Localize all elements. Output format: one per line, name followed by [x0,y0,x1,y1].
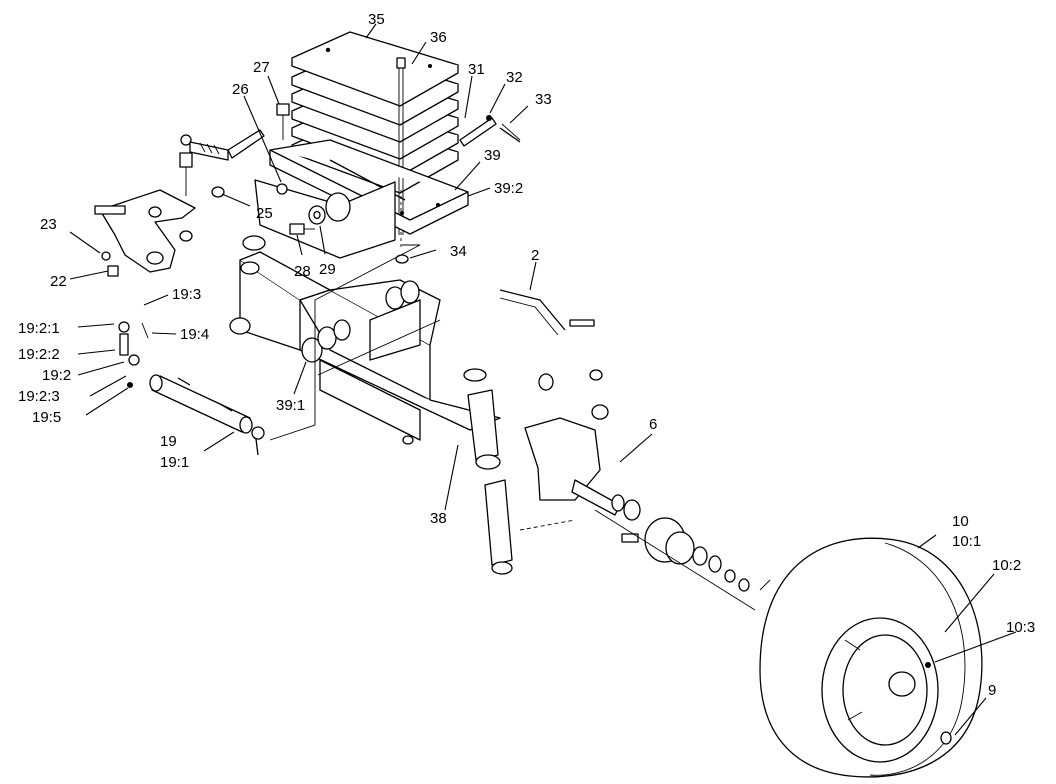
rod-end-assembly [179,129,265,242]
callout-23: 23 [40,216,57,233]
long-bolt [396,57,406,248]
callout-19-5: 19:5 [32,409,61,426]
callout-39-1: 39:1 [276,397,305,414]
pivot-support [254,179,396,259]
counterweight-stack [291,31,459,194]
callout-27: 27 [253,59,270,76]
callout-36: 36 [430,29,447,46]
callout-10-3: 10:3 [1006,619,1035,636]
cylinder-mount-bracket [94,189,196,273]
callout-26: 26 [232,81,249,98]
leader-lines [69,23,1017,736]
bolt-and-nut [276,103,290,195]
callout-19-3: 19:3 [172,286,201,303]
callout-19-1: 19:1 [160,454,189,471]
callout-22: 22 [50,273,67,290]
callout-19-2-3: 19:2:3 [18,388,60,405]
callout-39: 39 [484,147,501,164]
callout-labels: 35 36 27 26 31 32 33 39 39:2 25 23 22 28… [18,11,1035,699]
nut [395,254,409,264]
callout-19-2-1: 19:2:1 [18,320,60,337]
callout-33: 33 [535,91,552,108]
steering-cylinder [118,321,265,456]
king-pin [463,368,513,575]
tie-rod [499,289,603,381]
callout-25: 25 [256,205,273,222]
callout-2: 2 [531,247,539,264]
bolt-and-washer [289,205,326,235]
spindle [524,373,621,516]
callout-34: 34 [450,243,467,260]
callout-10-1: 10:1 [952,533,981,550]
callout-39-2: 39:2 [494,180,523,197]
callout-28: 28 [294,263,311,280]
callout-9: 9 [988,682,996,699]
center-lines [269,244,771,611]
callout-6: 6 [649,416,657,433]
callout-19-2-2: 19:2:2 [18,346,60,363]
callout-38: 38 [430,510,447,527]
callout-29: 29 [319,261,336,278]
wheel-and-tire [759,537,983,778]
callout-31: 31 [468,61,485,78]
callout-10-2: 10:2 [992,557,1021,574]
callout-19-2: 19:2 [42,367,71,384]
callout-19: 19 [160,433,177,450]
callout-10: 10 [952,513,969,530]
retaining-pin [459,115,521,147]
callout-35: 35 [368,11,385,28]
axle-bushings [229,235,420,363]
callout-19-4: 19:4 [180,326,209,343]
wheel-hub [611,494,750,592]
callout-32: 32 [506,69,523,86]
